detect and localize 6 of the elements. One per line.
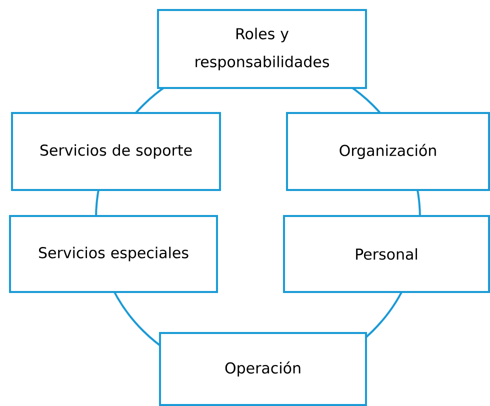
text-box: Organización <box>286 112 490 191</box>
text-box: Roles y responsabilidades <box>157 9 367 89</box>
text-box: Servicios de soporte <box>11 112 221 191</box>
text-box: Personal <box>283 215 490 293</box>
text-box: Servicios especiales <box>9 215 218 293</box>
text-box: Operación <box>159 332 367 406</box>
